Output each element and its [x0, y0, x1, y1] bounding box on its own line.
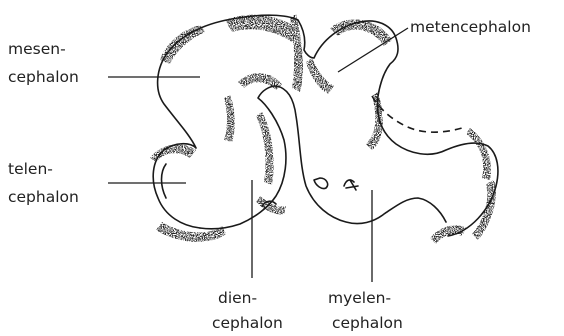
label-telencephalon-2: cephalon [8, 188, 79, 206]
label-myelencephalon-1: myelen- [328, 289, 391, 307]
brain-outline [153, 15, 498, 236]
label-myelencephalon-2: cephalon [332, 314, 403, 332]
label-diencephalon-2: cephalon [212, 314, 283, 332]
outer-contour [153, 15, 498, 236]
label-mesencephalon-2: cephalon [8, 68, 79, 86]
label-metencephalon: metencephalon [410, 18, 531, 36]
label-mesencephalon-1: mesen- [8, 40, 66, 58]
label-diencephalon-1: dien- [218, 289, 257, 307]
dashed-roof [372, 96, 462, 132]
label-telencephalon-1: telen- [8, 160, 53, 178]
inner-contour [200, 86, 446, 229]
